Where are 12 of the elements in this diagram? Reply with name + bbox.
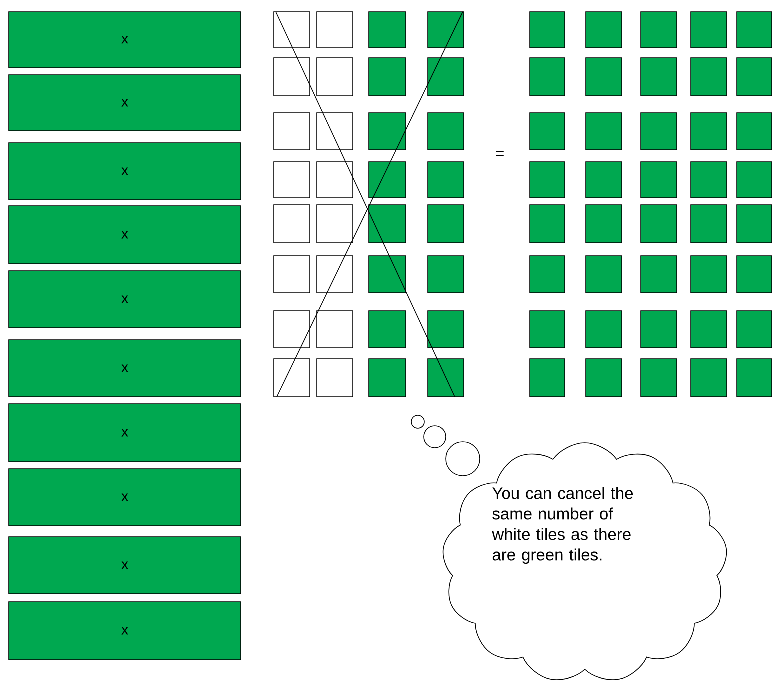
equals-sign: = xyxy=(496,151,504,156)
x-bar: x xyxy=(8,142,242,200)
x-bar: x xyxy=(8,468,242,526)
x-bar: x xyxy=(8,340,242,398)
x-bar: x xyxy=(8,404,242,462)
x-bar: x xyxy=(8,12,242,68)
x-bar: x xyxy=(8,206,242,264)
x-bar: x xyxy=(8,536,242,594)
x-bar: x xyxy=(8,270,242,328)
thought-cloud: You can cancel the same number of white tiles as there are green tiles. xyxy=(411,415,728,680)
x-bar: x xyxy=(8,602,242,660)
x-bar: x xyxy=(8,74,242,132)
